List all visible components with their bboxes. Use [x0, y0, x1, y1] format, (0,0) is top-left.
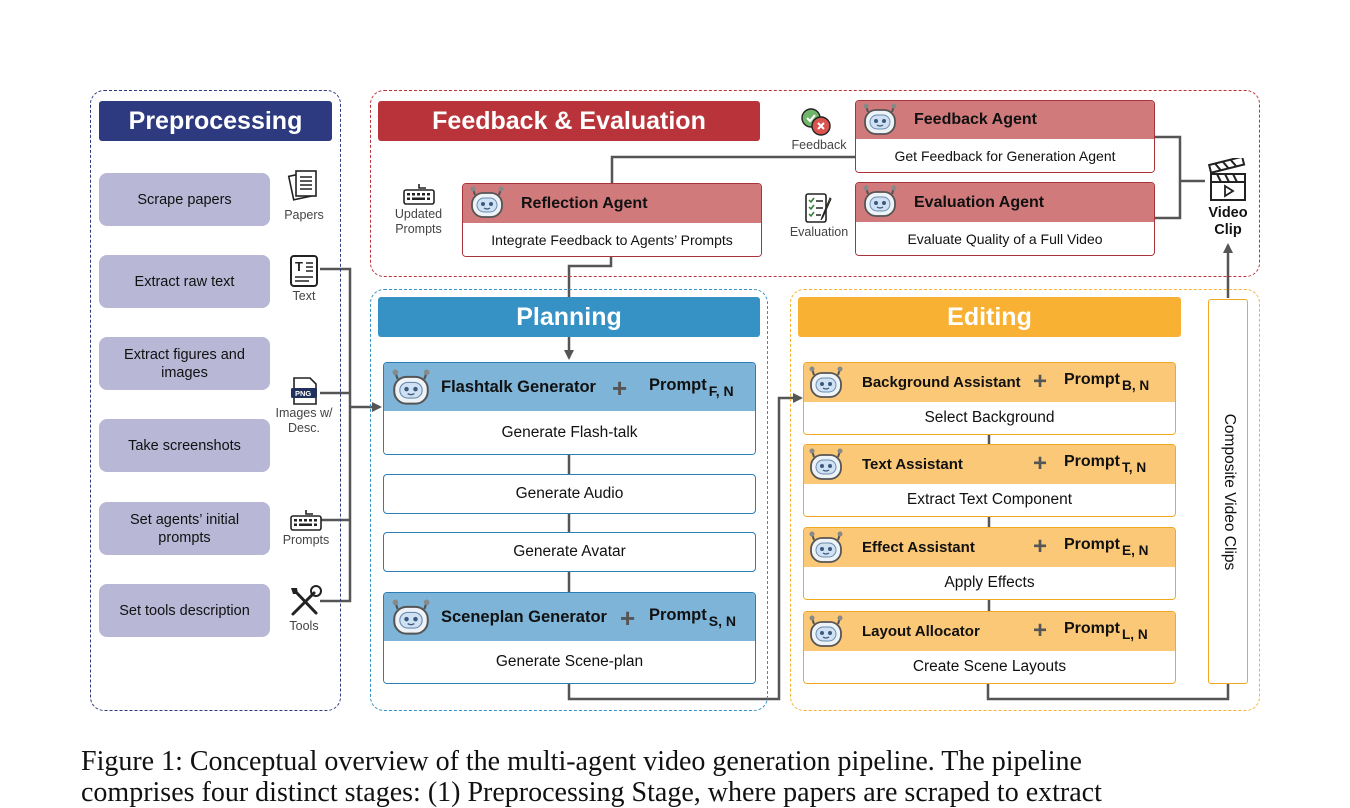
keyboard-icon [290, 510, 322, 531]
evaluation-label: Evaluation [789, 225, 849, 239]
preprocessing-region [90, 90, 341, 711]
text-icon: T [290, 255, 318, 287]
feedback-region [370, 90, 1260, 277]
robot-icon [470, 186, 504, 218]
generate-avatar-box: Generate Avatar [383, 532, 756, 572]
background-task: Select Background [804, 402, 1175, 434]
feedback-agent-head: Feedback Agent [856, 101, 1154, 139]
reflection-agent-card: Reflection Agent Integrate Feedback to A… [462, 183, 762, 257]
plus-icon: + [620, 603, 636, 633]
feedback-title: Feedback & Evaluation [378, 101, 760, 141]
prompts-label: Prompts [282, 533, 330, 547]
images-label: Images w/ Desc. [275, 406, 333, 435]
figure-caption-line-2: comprises four distinct stages: (1) Prep… [81, 777, 1102, 808]
robot-icon [809, 615, 843, 647]
updated-prompts-keyboard-icon [403, 184, 435, 205]
evaluation-agent-card: Evaluation Agent Evaluate Quality of a F… [855, 182, 1155, 256]
flashtalk-task: Generate Flash-talk [384, 411, 755, 454]
effect-assistant-name: Effect Assistant [862, 539, 975, 556]
plus-icon: + [1033, 368, 1048, 395]
reflection-agent-head: Reflection Agent [463, 184, 761, 223]
svg-text:PNG: PNG [295, 389, 311, 398]
plus-icon: + [1033, 533, 1048, 560]
papers-label: Papers [284, 208, 324, 222]
editing-region [790, 289, 1260, 711]
layout-task: Create Scene Layouts [804, 651, 1175, 683]
robot-icon [392, 369, 430, 405]
clapperboard-icon [1208, 158, 1246, 201]
sceneplan-generator-name: Sceneplan Generator [441, 607, 607, 626]
background-assistant-name: Background Assistant [862, 374, 1021, 391]
step-set-prompts: Set agents’ initial prompts [99, 502, 270, 555]
figure-caption-line-1: Figure 1: Conceptual overview of the mul… [81, 746, 1082, 777]
evaluation-agent-name: Evaluation Agent [914, 193, 1045, 211]
plus-icon: + [1033, 617, 1048, 644]
tools-label: Tools [289, 619, 319, 633]
robot-icon [392, 599, 430, 635]
flashtalk-generator-name: Flashtalk Generator [441, 377, 596, 396]
feedback-agent-task: Get Feedback for Generation Agent [856, 139, 1154, 172]
step-take-screenshots: Take screenshots [99, 419, 270, 472]
editing-title: Editing [798, 297, 1181, 337]
papers-icon [287, 170, 317, 201]
robot-icon [809, 531, 843, 563]
feedback-agent-name: Feedback Agent [914, 111, 1037, 128]
step-extract-raw-text: Extract raw text [99, 255, 270, 308]
feedback-bubbles-icon [801, 108, 831, 136]
reflection-agent-task: Integrate Feedback to Agents’ Prompts [463, 223, 761, 256]
svg-text:T: T [295, 259, 303, 274]
robot-icon [863, 185, 897, 217]
sceneplan-task: Generate Scene-plan [384, 641, 755, 683]
layout-allocator-name: Layout Allocator [862, 623, 980, 640]
plus-icon: + [612, 373, 628, 403]
tools-icon [291, 585, 322, 616]
composite-video-box: Composite Video Clips [1208, 299, 1248, 684]
text-task: Extract Text Component [804, 484, 1175, 516]
robot-icon [809, 448, 843, 480]
text-label: Text [292, 289, 316, 303]
png-file-icon: PNG [291, 377, 317, 405]
preprocessing-title: Preprocessing [99, 101, 332, 141]
text-assistant-name: Text Assistant [862, 456, 963, 473]
evaluation-agent-head: Evaluation Agent [856, 183, 1154, 222]
effect-task: Apply Effects [804, 567, 1175, 599]
feedback-label: Feedback [791, 138, 847, 152]
video-clip-label: Video Clip [1208, 205, 1248, 238]
generate-audio-box: Generate Audio [383, 474, 756, 514]
updated-prompts-label: Updated Prompts [394, 207, 443, 236]
robot-icon [863, 103, 897, 135]
robot-icon [809, 366, 843, 398]
step-extract-figures: Extract figures and images [99, 337, 270, 390]
evaluation-agent-task: Evaluate Quality of a Full Video [856, 222, 1154, 255]
step-set-tools: Set tools description [99, 584, 270, 637]
planning-title: Planning [378, 297, 760, 337]
planning-region [370, 289, 768, 711]
plus-icon: + [1033, 450, 1048, 477]
reflection-agent-name: Reflection Agent [521, 194, 648, 212]
step-scrape-papers: Scrape papers [99, 173, 270, 226]
evaluation-checklist-icon [805, 193, 832, 223]
composite-video-label: Composite Video Clips [1221, 413, 1238, 571]
feedback-agent-card: Feedback Agent Get Feedback for Generati… [855, 100, 1155, 173]
